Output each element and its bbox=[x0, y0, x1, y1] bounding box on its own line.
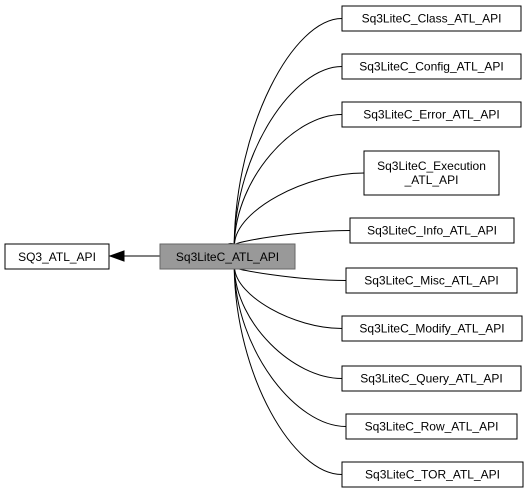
node-query-box bbox=[341, 365, 522, 392]
node-info[interactable]: Sq3LiteC_Info_ATL_API bbox=[349, 217, 515, 244]
node-parent-box bbox=[4, 243, 110, 270]
edge-config bbox=[228, 66, 343, 258]
node-misc-box bbox=[345, 267, 518, 294]
edge-row bbox=[228, 254, 347, 427]
edge-parent bbox=[108, 250, 160, 262]
node-modify-label: Sq3LiteC_Modify_ATL_API bbox=[359, 322, 504, 336]
node-info-box bbox=[349, 217, 515, 244]
node-execution-box bbox=[363, 150, 500, 196]
node-class[interactable]: Sq3LiteC_Class_ATL_API bbox=[341, 5, 522, 32]
edge-execution-line bbox=[234, 172, 365, 245]
node-query-label: Sq3LiteC_Query_ATL_API bbox=[360, 372, 503, 386]
edge-query bbox=[228, 254, 343, 379]
edge-info-line bbox=[235, 230, 351, 245]
node-execution[interactable]: Sq3LiteC_Execution_ATL_API bbox=[363, 150, 500, 196]
node-tor[interactable]: Sq3LiteC_TOR_ATL_API bbox=[341, 461, 524, 488]
node-error[interactable]: Sq3LiteC_Error_ATL_API bbox=[341, 101, 522, 128]
node-misc-label: Sq3LiteC_Misc_ATL_API bbox=[364, 274, 499, 288]
node-modify-box bbox=[341, 315, 523, 342]
node-row[interactable]: Sq3LiteC_Row_ATL_API bbox=[345, 413, 518, 440]
edge-query-line bbox=[233, 267, 343, 379]
node-modify[interactable]: Sq3LiteC_Modify_ATL_API bbox=[341, 315, 523, 342]
node-current-label: Sq3LiteC_ATL_API bbox=[176, 250, 279, 264]
node-parent-label: SQ3_ATL_API bbox=[18, 250, 96, 264]
edge-class-line bbox=[233, 18, 343, 245]
edge-config-line bbox=[233, 66, 343, 245]
node-tor-box bbox=[341, 461, 524, 488]
node-row-box bbox=[345, 413, 518, 440]
edge-tor bbox=[228, 254, 343, 475]
edge-error-line bbox=[233, 114, 343, 245]
edge-row-line bbox=[233, 267, 347, 427]
edge-tor-line bbox=[233, 267, 343, 475]
node-query[interactable]: Sq3LiteC_Query_ATL_API bbox=[341, 365, 522, 392]
node-class-label: Sq3LiteC_Class_ATL_API bbox=[362, 12, 502, 26]
node-execution-label-2: _ATL_API bbox=[404, 173, 459, 187]
node-current-box bbox=[159, 243, 296, 270]
node-config-box bbox=[341, 53, 522, 80]
edge-modify-line bbox=[234, 267, 343, 329]
nodes: SQ3_ATL_API Sq3LiteC_ATL_API Sq3LiteC_Cl… bbox=[4, 5, 524, 488]
node-tor-label: Sq3LiteC_TOR_ATL_API bbox=[365, 468, 500, 482]
node-error-box bbox=[341, 101, 522, 128]
node-misc[interactable]: Sq3LiteC_Misc_ATL_API bbox=[345, 267, 518, 294]
edge-misc-line bbox=[235, 267, 347, 281]
node-info-label: Sq3LiteC_Info_ATL_API bbox=[367, 224, 497, 238]
node-current[interactable]: Sq3LiteC_ATL_API bbox=[159, 243, 296, 270]
node-config[interactable]: Sq3LiteC_Config_ATL_API bbox=[341, 53, 522, 80]
node-class-box bbox=[341, 5, 522, 32]
node-error-label: Sq3LiteC_Error_ATL_API bbox=[363, 108, 500, 122]
edge-parent-arrowhead bbox=[108, 250, 125, 262]
node-execution-label-1: Sq3LiteC_Execution bbox=[377, 159, 486, 173]
node-parent[interactable]: SQ3_ATL_API bbox=[4, 243, 110, 270]
node-config-label: Sq3LiteC_Config_ATL_API bbox=[359, 60, 504, 74]
node-row-label: Sq3LiteC_Row_ATL_API bbox=[365, 420, 499, 434]
